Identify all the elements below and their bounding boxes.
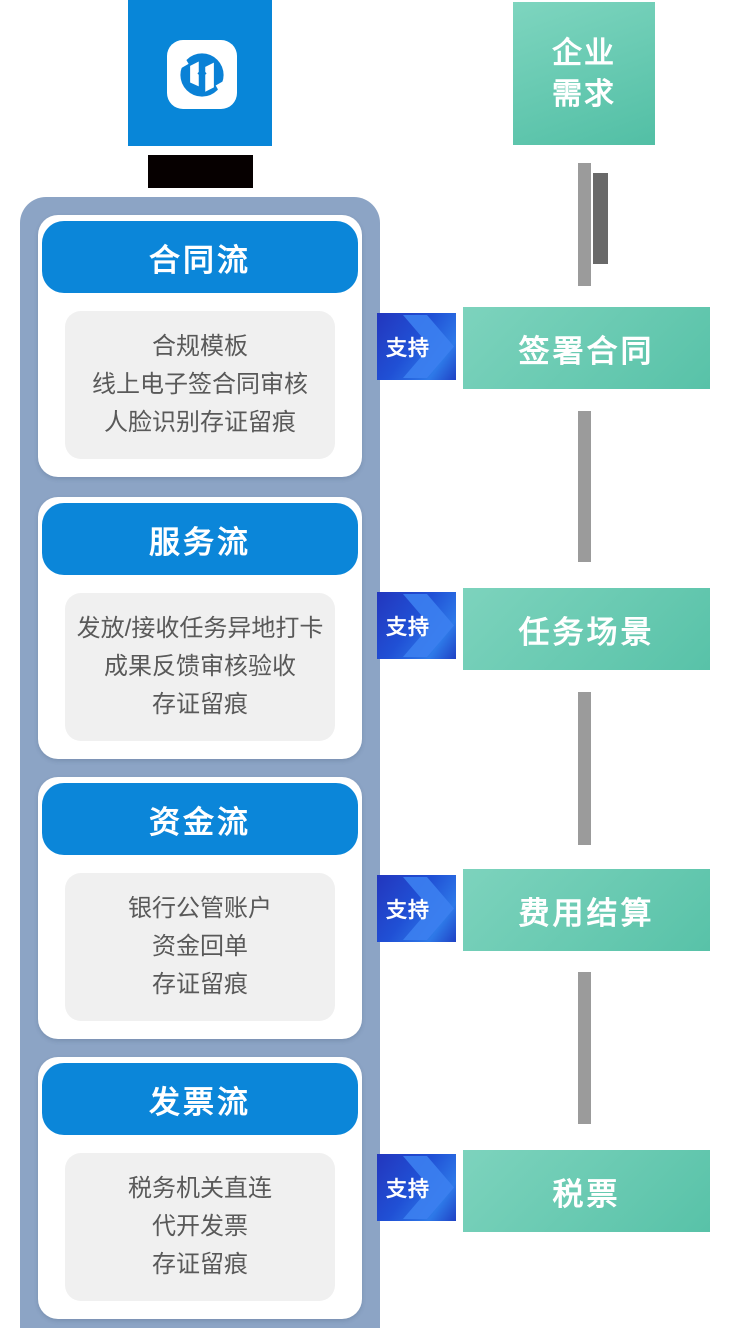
flow-card-title: 合同流 [42, 221, 358, 293]
flow-card-service: 服务流 发放/接收任务异地打卡 成果反馈审核验收 存证留痕 [38, 497, 362, 759]
flow-item: 资金回单 [152, 933, 248, 960]
flow-card-title: 发票流 [42, 1063, 358, 1135]
flow-items-box: 发放/接收任务异地打卡 成果反馈审核验收 存证留痕 [65, 593, 335, 741]
support-badge-label: 支持 [386, 615, 430, 639]
flow-items-box: 合规模板 线上电子签合同审核 人脸识别存证留痕 [65, 311, 335, 459]
enterprise-demand-line: 需求 [552, 77, 616, 111]
need-box-fee-settlement: 费用结算 [463, 869, 710, 951]
flow-card-funds: 资金流 银行公管账户 资金回单 存证留痕 [38, 777, 362, 1039]
flow-items-box: 税务机关直连 代开发票 存证留痕 [65, 1153, 335, 1301]
support-badge-tax: 支持 [377, 1154, 456, 1221]
support-badge-label: 支持 [386, 898, 430, 922]
enterprise-demand-line: 企业 [552, 36, 616, 70]
flow-item: 税务机关直连 [128, 1175, 272, 1202]
chevron-right-icon [403, 877, 454, 940]
connector-dark-label [593, 173, 608, 264]
flow-item: 合规模板 [152, 333, 248, 360]
flow-items-box: 银行公管账户 资金回单 存证留痕 [65, 873, 335, 1021]
flow-card-title: 资金流 [42, 783, 358, 855]
support-badge-label: 支持 [386, 336, 430, 360]
flow-connector [578, 692, 591, 845]
brand-logo-tile [128, 0, 272, 146]
flow-connector [578, 163, 591, 286]
platform-flows-panel: 合同流 合规模板 线上电子签合同审核 人脸识别存证留痕 服务流 发放/接收任务异… [20, 197, 380, 1328]
support-badge-task: 支持 [377, 592, 456, 659]
need-box-tax-invoice: 税票 [463, 1150, 710, 1232]
flow-card-title: 服务流 [42, 503, 358, 575]
chevron-right-icon [403, 594, 454, 657]
support-badge-fee: 支持 [377, 875, 456, 942]
flow-item: 银行公管账户 [128, 895, 272, 922]
flow-item: 存证留痕 [152, 971, 248, 998]
flow-card-invoice: 发票流 税务机关直连 代开发票 存证留痕 [38, 1057, 362, 1319]
flow-item: 线上电子签合同审核 [92, 371, 308, 398]
flow-item: 代开发票 [152, 1213, 248, 1240]
flow-item: 人脸识别存证留痕 [104, 409, 296, 436]
need-box-task-scene: 任务场景 [463, 588, 710, 670]
enterprise-demand-box: 企业 需求 [513, 2, 655, 145]
flow-card-contract: 合同流 合规模板 线上电子签合同审核 人脸识别存证留痕 [38, 215, 362, 477]
support-badge-contract: 支持 [377, 313, 456, 380]
need-box-sign-contract: 签署合同 [463, 307, 710, 389]
chevron-right-icon [403, 1156, 454, 1219]
flow-item: 存证留痕 [152, 691, 248, 718]
flow-item: 成果反馈审核验收 [104, 653, 296, 680]
flow-item: 发放/接收任务异地打卡 [76, 615, 324, 642]
flow-connector [578, 972, 591, 1124]
redacted-brand-text [148, 155, 253, 188]
gate-circle-logo-icon [167, 40, 237, 109]
flow-connector [578, 411, 591, 562]
flow-item: 存证留痕 [152, 1251, 248, 1278]
support-badge-label: 支持 [386, 1177, 430, 1201]
chevron-right-icon [403, 315, 454, 378]
